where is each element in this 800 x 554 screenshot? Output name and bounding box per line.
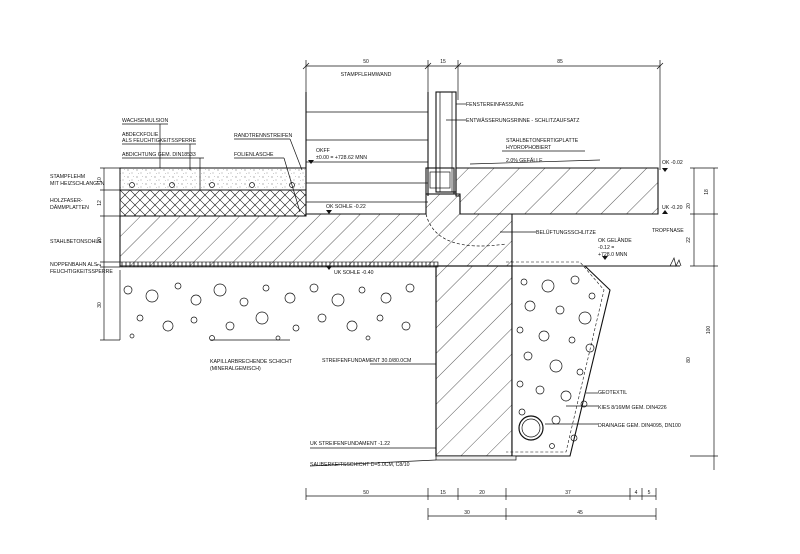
label-noppenbahn-2: FEUCHTIGKEITSSPERRE — [50, 269, 113, 275]
dim-top-85: 85 — [557, 59, 563, 65]
floor-buildup: OK SOHLE -0.22 UK SOHLE -0.40 — [119, 167, 513, 276]
label-ok-gelaende-1: OK GELÄNDE — [598, 237, 632, 244]
dim-right-22: 22 — [686, 237, 692, 243]
trench-gravel-circles — [516, 275, 596, 449]
dim-top-50: 50 — [363, 59, 369, 65]
label-stampflehm-2: MIT HEIZSCHLANGEN — [50, 181, 105, 187]
dim-bottom2-45: 45 — [577, 510, 583, 516]
label-holzfaser-2: DÄMMPLATTEN — [50, 204, 89, 211]
label-drainage: DRAINAGE GEM. DIN4095, DN100 — [598, 423, 681, 429]
label-abdichtung: ABDICHTUNG GEM. DIN18533 — [122, 152, 196, 158]
label-tropfnase: TROPFNASE — [652, 228, 684, 234]
dim-bottom-4: 4 — [635, 490, 638, 496]
label-ok-gelaende-2: -0.12 = — [598, 245, 614, 251]
heating-pipes — [129, 182, 295, 188]
right-dimension-chain: 18 20 22 80 100 — [686, 167, 718, 470]
dim-right-18: 18 — [704, 189, 710, 195]
label-abdeckfolie-1: ABDECKFOLIE — [122, 132, 159, 138]
label-okff-1: OKFF — [316, 148, 330, 154]
dim-left-30: 30 — [97, 302, 103, 308]
label-entwaesserungsrinne: ENTWÄSSERUNGSRINNE - SCHLITZAUFSATZ — [466, 117, 579, 124]
label-uk-sohle: UK SOHLE -0.40 — [334, 270, 374, 276]
label-kies: KIES 8/16mm GEM. DIN4226 — [598, 405, 667, 411]
foundation-bottom-labels: UK STREIFENFUNDAMENT -1.22 SAUBERKEITSSC… — [309, 441, 517, 468]
label-stahlbetonplatte: STAHLBETONFERTIGPLATTE — [506, 138, 579, 144]
label-kapillar-1: KAPILLARBRECHENDE SCHICHT — [210, 359, 293, 365]
left-labels: WACHSEMULSION ABDECKFOLIE ALS FEUCHTIGKE… — [50, 118, 303, 275]
dim-bottom-5: 5 — [648, 490, 651, 496]
strip-foundation: STREIFENFUNDAMENT 30.0/80.0cm — [322, 265, 513, 457]
dim-bottom2-30: 30 — [464, 510, 470, 516]
ventilation-label: BELÜFTUNGSSCHLITZE — [425, 213, 596, 247]
label-uk-fundament: UK STREIFENFUNDAMENT -1.22 — [310, 441, 390, 447]
okff-level: OKFF ±0.00 = +728.62 mNN — [308, 148, 367, 164]
dim-top-15: 15 — [440, 59, 446, 65]
drainage-pipe — [518, 415, 544, 441]
label-folienlasche: FOLIENLASCHE — [234, 152, 274, 158]
dim-left-20: 20 — [97, 237, 103, 243]
dim-bottom-37: 37 — [565, 490, 571, 496]
top-dimension-chain: 50 15 85 STAMPFLEHMWAND — [302, 59, 664, 170]
dim-bottom-15: 15 — [440, 490, 446, 496]
left-dimension-chain: 10 12 20 2 30 — [97, 167, 120, 341]
dim-right-20: 20 — [686, 203, 692, 209]
capillary-layer: KAPILLARBRECHENDE SCHICHT (MINERALGEMISC… — [119, 270, 415, 372]
label-ok-gelaende-3: +728.0 mNN — [598, 252, 628, 258]
label-holzfaser-1: HOLZFASER- — [50, 198, 83, 204]
window-labels: FENSTEREINFASSUNG ENTWÄSSERUNGSRINNE - S… — [446, 102, 579, 124]
label-abdeckfolie-2: ALS FEUCHTIGKEITSSPERRE — [122, 138, 197, 144]
dim-left-12: 12 — [97, 200, 103, 206]
label-wachsemulsion: WACHSEMULSION — [122, 118, 168, 124]
label-randtrennstreifen: RANDTRENNSTREIFEN — [234, 133, 292, 139]
dim-left-10: 10 — [97, 177, 103, 183]
gravel-trench — [506, 261, 611, 457]
label-stampflehm-1: STAMPFLEHM — [50, 174, 85, 180]
label-fenstereinfassung: FENSTEREINFASSUNG — [466, 102, 524, 108]
dim-right-80: 80 — [686, 357, 692, 363]
trench-labels: GEOTEXTIL KIES 8/16mm GEM. DIN4226 DRAIN… — [545, 390, 681, 429]
dim-left-2: 2 — [97, 263, 103, 266]
label-sauberkeit: SAUBERKEITSSCHICHT d=5.0cm, C8/10 — [310, 462, 410, 468]
dim-bottom-20: 20 — [479, 490, 485, 496]
dim-right-100: 100 — [706, 326, 712, 335]
label-geotextil: GEOTEXTIL — [598, 390, 627, 396]
label-kapillar-2: (MINERALGEMISCH) — [210, 366, 261, 372]
label-ok-sohle: OK SOHLE -0.22 — [326, 204, 366, 210]
bottom-dimension-chain: 50 15 20 37 4 5 30 45 — [305, 488, 657, 520]
label-noppenbahn-1: NOPPENBAHN ALS — [50, 262, 98, 268]
label-hydrophobiert: HYDROPHOBIERT — [506, 145, 552, 151]
label-gefaelle: 2.0% GEFÄLLE — [506, 157, 543, 164]
label-ok-top: OK -0.02 — [662, 160, 683, 166]
label-stahlbetonsohle: STAHLBETONSOHLE — [50, 239, 102, 245]
dim-bottom-50: 50 — [363, 490, 369, 496]
label-okff-2: ±0.00 = +728.62 mNN — [316, 155, 367, 161]
label-belueftung: BELÜFTUNGSSCHLITZE — [536, 229, 596, 236]
label-uk-top: UK -0.20 — [662, 205, 683, 211]
ground-line: OK GELÄNDE -0.12 = +728.0 mNN — [512, 237, 682, 268]
label-streifenfundament: STREIFENFUNDAMENT 30.0/80.0cm — [322, 358, 411, 364]
label-stampflehmwand: STAMPFLEHMWAND — [341, 72, 392, 78]
gravel-circles — [123, 282, 415, 341]
